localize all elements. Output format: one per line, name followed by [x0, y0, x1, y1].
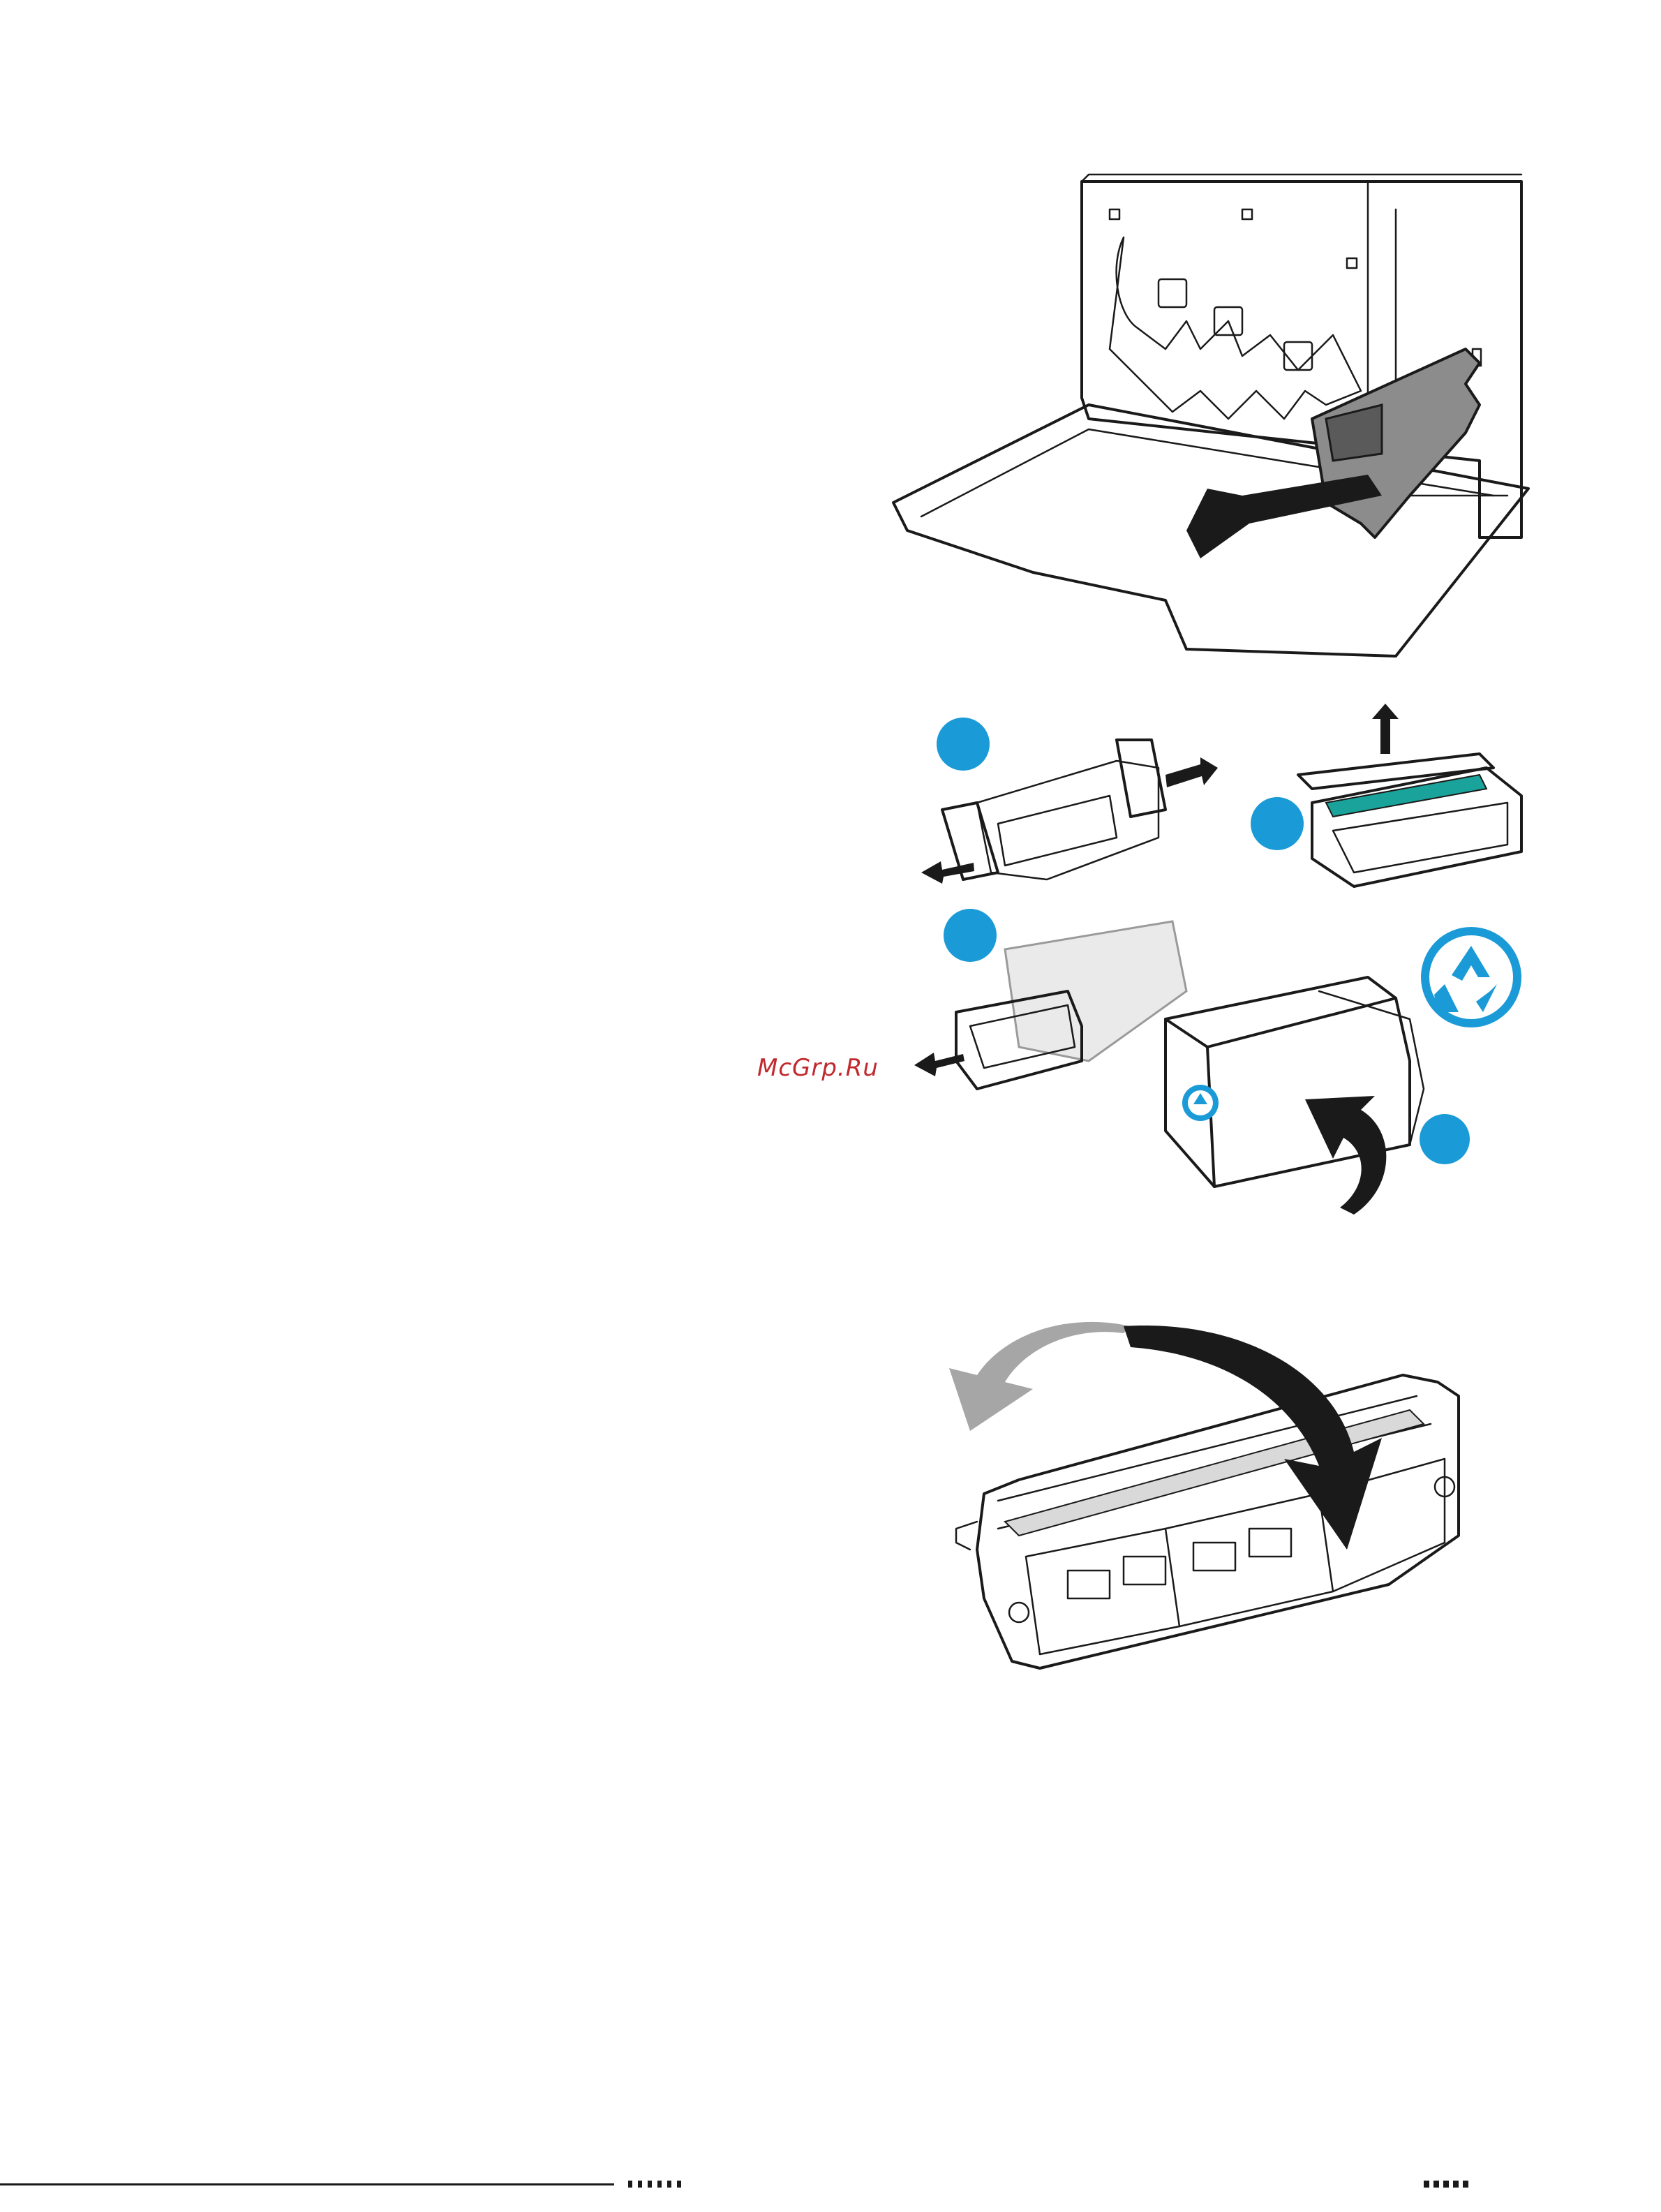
arrow-icon — [1372, 704, 1399, 754]
step-marker-icon — [944, 909, 997, 962]
arrow-icon — [1305, 1096, 1386, 1215]
step-marker-icon — [1251, 797, 1304, 850]
remove-toner-cartridge-illustration — [879, 168, 1549, 670]
page-bottom-rule — [0, 2183, 614, 2185]
arrow-icon — [921, 861, 974, 884]
step-marker-icon — [937, 718, 990, 771]
arrow-icon — [1165, 757, 1218, 787]
footer-mark — [628, 2181, 684, 2188]
unpack-new-cartridge-and-recycle-old-illustration — [907, 698, 1535, 1242]
rotate-cartridge-illustration — [956, 1319, 1487, 1738]
footer-mark — [1424, 2181, 1473, 2188]
watermark: McGrp.Ru — [757, 1054, 879, 1082]
step-marker-icon — [1420, 1114, 1470, 1164]
arrow-icon — [914, 1053, 964, 1076]
arrow-icon — [949, 1322, 1131, 1431]
